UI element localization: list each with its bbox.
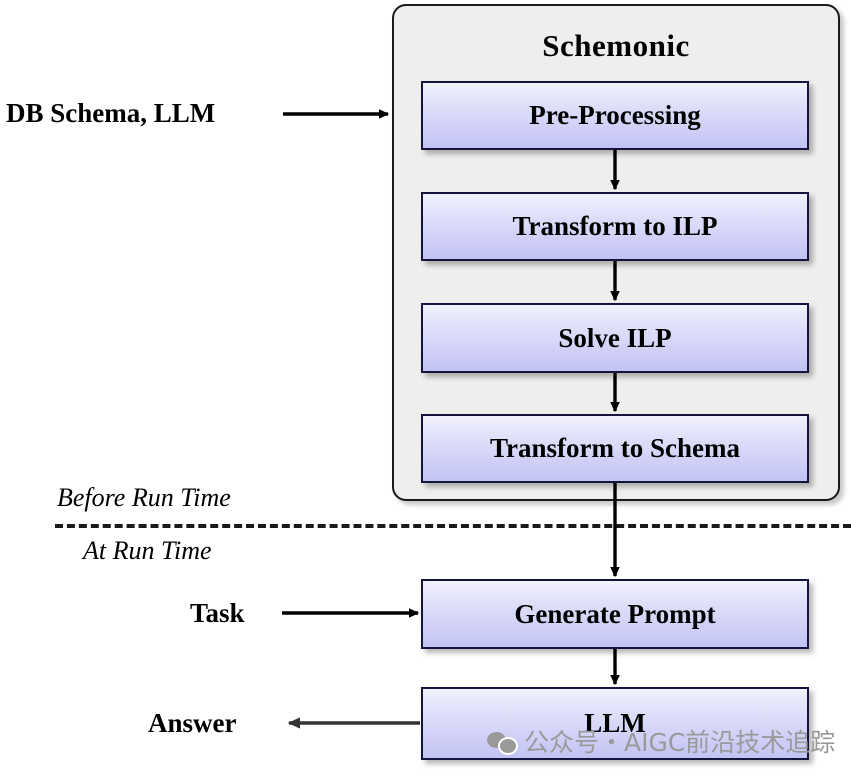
process-box-label: Generate Prompt	[514, 598, 716, 629]
process-box-label: Transform to Schema	[490, 433, 740, 463]
output-label-answer: Answer	[148, 708, 237, 738]
process-box-label: LLM	[584, 708, 646, 738]
watermark-text: 公众号・AIGC前沿技术追踪	[524, 728, 836, 757]
wechat-icon	[487, 730, 518, 755]
phase-divider-dashed-line	[55, 524, 851, 528]
process-box-solve-ilp[interactable]: Solve ILP	[421, 303, 809, 373]
process-box-label: Transform to ILP	[512, 211, 718, 241]
process-box-llm[interactable]: LLM	[421, 687, 809, 760]
process-box-transform-to-schema[interactable]: Transform to Schema	[421, 414, 809, 483]
phase-label-at-run-time: At Run Time	[83, 536, 212, 565]
phase-label-before-run-time: Before Run Time	[57, 483, 231, 512]
watermark: 公众号・AIGC前沿技术追踪	[487, 723, 835, 759]
input-label-task: Task	[190, 598, 245, 628]
input-label-db-schema-llm: DB Schema, LLM	[6, 98, 216, 128]
process-box-label: Pre-Processing	[529, 100, 701, 130]
process-box-generate-prompt[interactable]: Generate Prompt	[421, 579, 809, 649]
process-box-pre-processing[interactable]: Pre-Processing	[421, 81, 809, 150]
process-box-label: Solve ILP	[558, 322, 672, 353]
process-box-transform-to-ilp[interactable]: Transform to ILP	[421, 192, 809, 261]
schemonic-group-title: Schemonic	[542, 28, 690, 63]
